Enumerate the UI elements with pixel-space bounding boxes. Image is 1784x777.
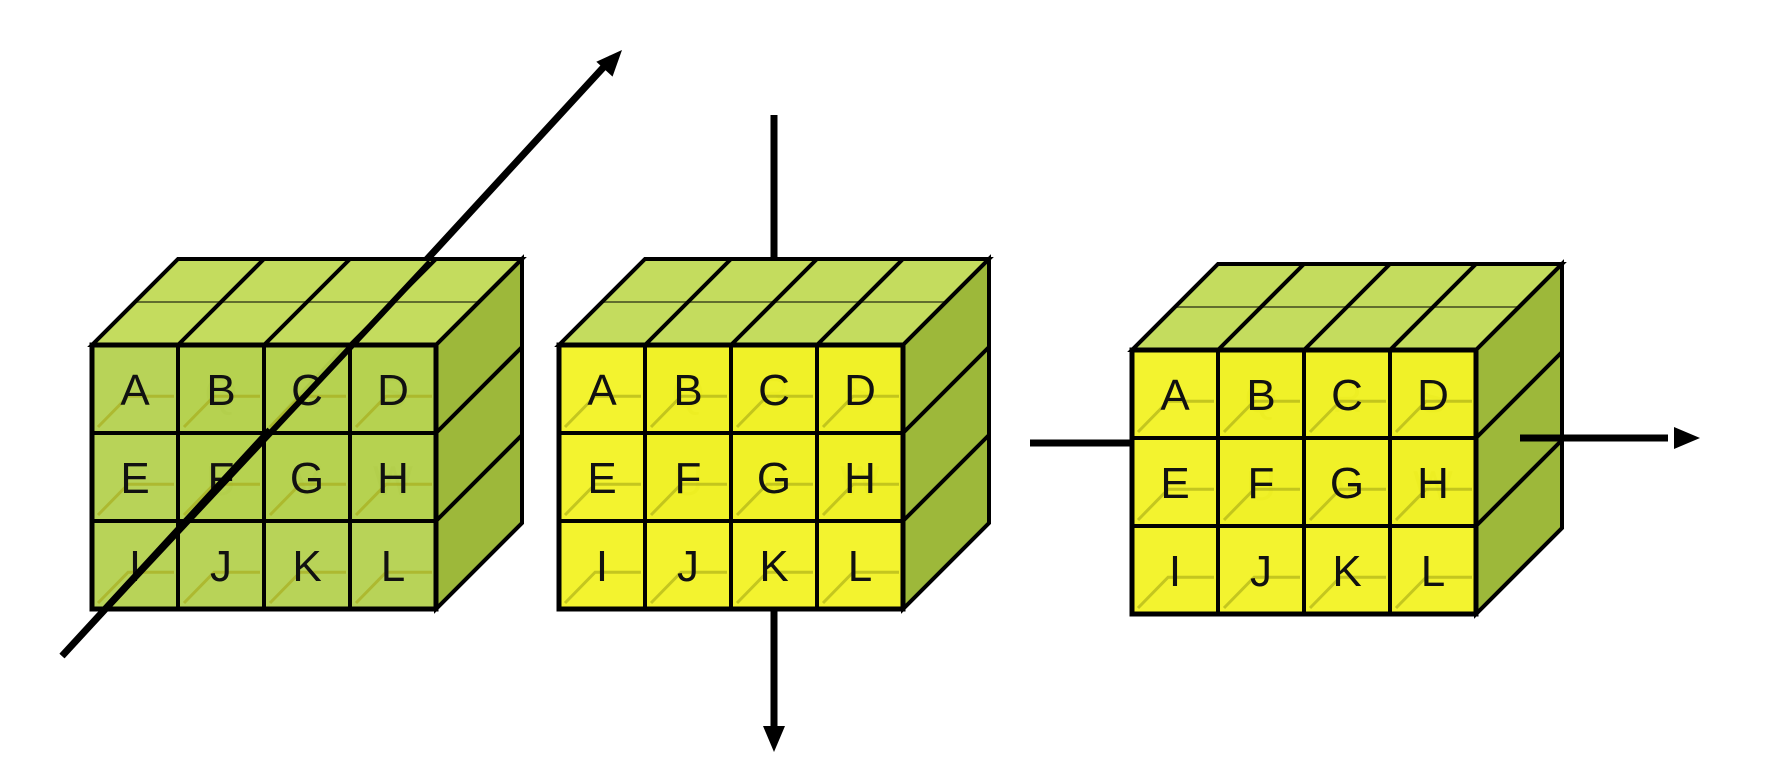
cell-depth-edge bbox=[96, 570, 174, 605]
cell-depth-edge bbox=[649, 570, 727, 605]
side-grid-line bbox=[901, 433, 991, 523]
cube-front-outline bbox=[1129, 347, 1479, 617]
cell-depth-edge bbox=[182, 570, 260, 605]
cell-depth-edge bbox=[354, 570, 432, 605]
front-cell-label: G bbox=[290, 454, 324, 503]
cell-depth-edge bbox=[268, 570, 346, 605]
cell-depth-edge bbox=[182, 394, 260, 429]
front-cell-label: E bbox=[1160, 459, 1189, 508]
cell-depth-edge bbox=[1136, 487, 1214, 522]
front-cell bbox=[1302, 436, 1392, 528]
cell-depth-edge bbox=[354, 394, 432, 429]
side-grid-line bbox=[434, 345, 524, 435]
cube-vertical-axis: MNOPQRSTUVWXABCDEFGHIJKL bbox=[554, 115, 994, 752]
cell-depth-edge bbox=[1136, 575, 1214, 610]
cell-depth-edge bbox=[1222, 399, 1300, 434]
cell-depth-edge bbox=[96, 482, 174, 517]
cell-depth-edge bbox=[563, 482, 641, 517]
front-cell-label: B bbox=[673, 366, 702, 415]
front-cell-label: L bbox=[381, 542, 405, 591]
front-cell-label: A bbox=[1160, 371, 1190, 420]
cube-diagonal-axis: MNOPQRSTUVWXABCDEFGHIJKL bbox=[59, 50, 622, 659]
front-cell-label: D bbox=[844, 366, 876, 415]
cell-depth-edge bbox=[182, 482, 260, 517]
front-cell-label: F bbox=[1248, 459, 1275, 508]
cell-depth-edge bbox=[649, 394, 727, 429]
front-cell-label: D bbox=[1417, 371, 1449, 420]
cube-front-outline bbox=[89, 342, 439, 612]
front-cell-label: E bbox=[587, 454, 616, 503]
cell-depth-edge bbox=[1308, 487, 1386, 522]
cell-depth-edge bbox=[1394, 487, 1472, 522]
front-cell-label: L bbox=[1421, 547, 1445, 596]
cell-depth-edge bbox=[735, 482, 813, 517]
front-cell-label: K bbox=[1332, 547, 1361, 596]
front-cell-label: J bbox=[1250, 547, 1272, 596]
cell-depth-edge bbox=[1394, 399, 1472, 434]
side-grid-line bbox=[901, 345, 991, 435]
cell-depth-edge bbox=[1308, 399, 1386, 434]
front-cell-label: L bbox=[848, 542, 872, 591]
front-cell-label: D bbox=[377, 366, 409, 415]
cell-depth-edge bbox=[649, 482, 727, 517]
cell-depth-edge bbox=[96, 394, 174, 429]
front-cell-label: H bbox=[1417, 459, 1449, 508]
cell-depth-edge bbox=[1136, 399, 1214, 434]
side-grid-line bbox=[1474, 350, 1564, 440]
front-cell-label: F bbox=[675, 454, 702, 503]
front-cell bbox=[176, 519, 266, 611]
cell-depth-edge bbox=[821, 394, 899, 429]
rotation-axis-arrowhead bbox=[596, 50, 622, 77]
front-cell-label: E bbox=[120, 454, 149, 503]
front-cell-label: H bbox=[844, 454, 876, 503]
side-grid-line bbox=[434, 433, 524, 523]
cell-depth-edge bbox=[1222, 487, 1300, 522]
front-cell-label: J bbox=[210, 542, 232, 591]
front-cell-label: K bbox=[292, 542, 321, 591]
cell-depth-edge bbox=[563, 570, 641, 605]
cell-depth-edge bbox=[821, 570, 899, 605]
cell-depth-edge bbox=[268, 394, 346, 429]
cell-depth-edge bbox=[821, 482, 899, 517]
front-cell-label: H bbox=[377, 454, 409, 503]
cell-depth-edge bbox=[563, 394, 641, 429]
cell-depth-edge bbox=[1394, 575, 1472, 610]
front-cell-label: B bbox=[206, 366, 235, 415]
cell-depth-edge bbox=[735, 394, 813, 429]
cell-depth-edge bbox=[735, 570, 813, 605]
front-cell-label: G bbox=[757, 454, 791, 503]
cube-horizontal-axis: MNOPQRSTUVWXABCDEFGHIJKL bbox=[1030, 259, 1700, 619]
cell-depth-edge bbox=[354, 482, 432, 517]
cell-depth-edge bbox=[268, 482, 346, 517]
cell-depth-edge bbox=[1308, 575, 1386, 610]
front-cell-label: I bbox=[1169, 547, 1181, 596]
rotation-axis-arrowhead bbox=[1674, 427, 1700, 449]
front-cell-label: I bbox=[596, 542, 608, 591]
front-cell-label: A bbox=[120, 366, 150, 415]
cell-depth-edge bbox=[1222, 575, 1300, 610]
cube-front-outline bbox=[556, 342, 906, 612]
front-cell-label: G bbox=[1330, 459, 1364, 508]
front-cell-label: A bbox=[587, 366, 617, 415]
front-cell-label: J bbox=[677, 542, 699, 591]
front-cell-label: C bbox=[758, 366, 790, 415]
front-cell-label: K bbox=[759, 542, 788, 591]
rotation-axis-through-cube bbox=[59, 259, 433, 659]
rotation-axis-arrowhead bbox=[763, 726, 785, 752]
front-cell-label: C bbox=[1331, 371, 1363, 420]
front-cell-label: B bbox=[1246, 371, 1275, 420]
side-grid-line bbox=[1474, 438, 1564, 528]
